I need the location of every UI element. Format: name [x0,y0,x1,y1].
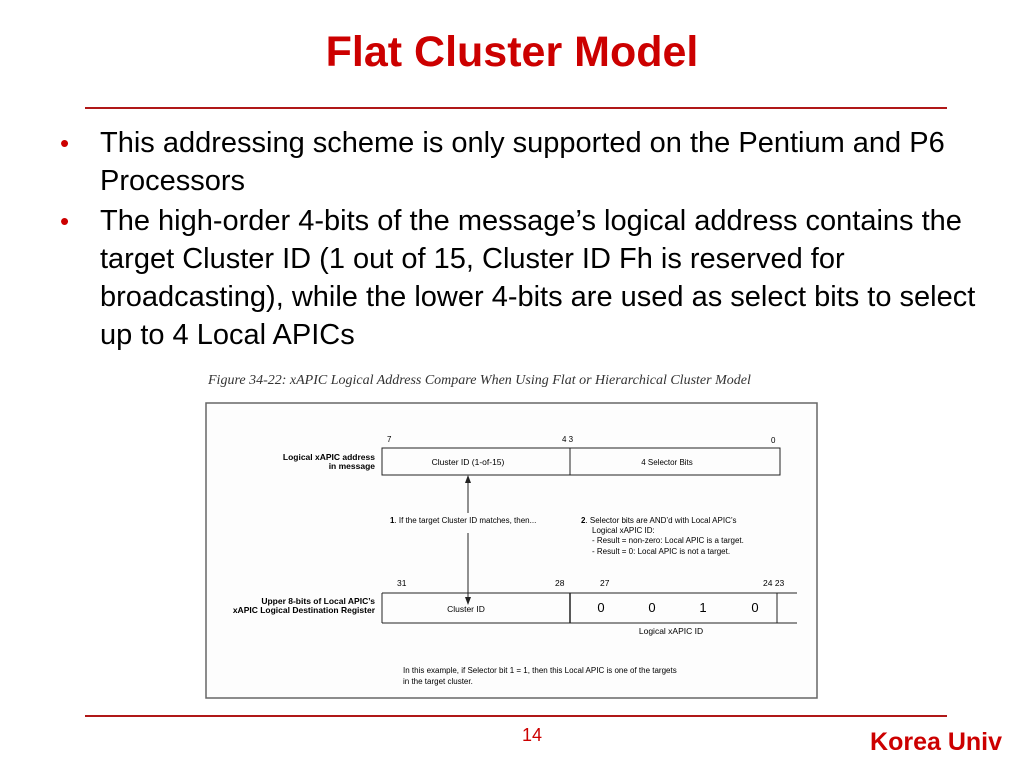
bit-24-23: 24 23 [763,578,785,588]
arrow-down-icon [465,597,471,605]
selector-bit-2: 0 [648,600,655,615]
footer-text: Korea Univ [870,728,1002,756]
bullet-dot-icon: • [60,128,70,158]
selector-bit-0: 0 [751,600,758,615]
footer-divider [85,715,947,717]
bullet-text: This addressing scheme is only supported… [100,127,945,197]
top-register-label: Logical xAPIC address [283,452,375,462]
bullet-item: • The high-order 4-bits of the message’s… [60,202,980,354]
example-note: In this example, if Selector bit 1 = 1, … [403,666,677,675]
bit-31: 31 [397,578,407,588]
selector-bit-1: 1 [699,600,706,615]
step-1-text: 1. If the target Cluster ID matches, the… [390,516,536,525]
step-2-line-2: Logical xAPIC ID: [592,526,655,535]
step-2-text: 2. Selector bits are AND’d with Local AP… [581,516,736,525]
bullet-text: The high-order 4-bits of the message’s l… [100,205,976,351]
bullet-list: • This addressing scheme is only support… [60,124,980,356]
top-register-box [381,447,781,476]
bit-27: 27 [600,578,610,588]
cluster-id-field: Cluster ID (1-of-15) [432,457,505,467]
slide-title: Flat Cluster Model [325,28,699,76]
apic-address-figure: Logical xAPIC address in message 7 4 3 0… [205,402,818,699]
step-2-line-3: - Result = non-zero: Local APIC is a tar… [592,536,744,545]
selector-bit-3: 0 [597,600,604,615]
figure-caption: Figure 34-22: xAPIC Logical Address Comp… [208,373,751,388]
bit-4-3: 4 3 [562,435,574,444]
selector-bits-field: 4 Selector Bits [641,458,693,467]
figure-frame [205,402,818,699]
bottom-register-label: Upper 8-bits of Local APIC’s [261,596,375,606]
arrow-up-icon [465,475,471,483]
cluster-id-bits: Cluster ID [447,604,485,614]
step-2-line-4: - Result = 0: Local APIC is not a target… [592,547,730,556]
logical-xapic-id-label: Logical xAPIC ID [639,626,703,636]
title-divider [85,107,947,109]
example-note-2: in the target cluster. [403,677,473,686]
bit-0: 0 [771,436,776,445]
page-number: 14 [521,725,543,745]
bit-7: 7 [387,435,392,444]
top-register-label-2: in message [329,461,376,471]
bottom-register-label-2: xAPIC Logical Destination Register [233,605,376,615]
bit-28: 28 [555,578,565,588]
bullet-item: • This addressing scheme is only support… [60,124,980,200]
bullet-dot-icon: • [60,206,70,236]
